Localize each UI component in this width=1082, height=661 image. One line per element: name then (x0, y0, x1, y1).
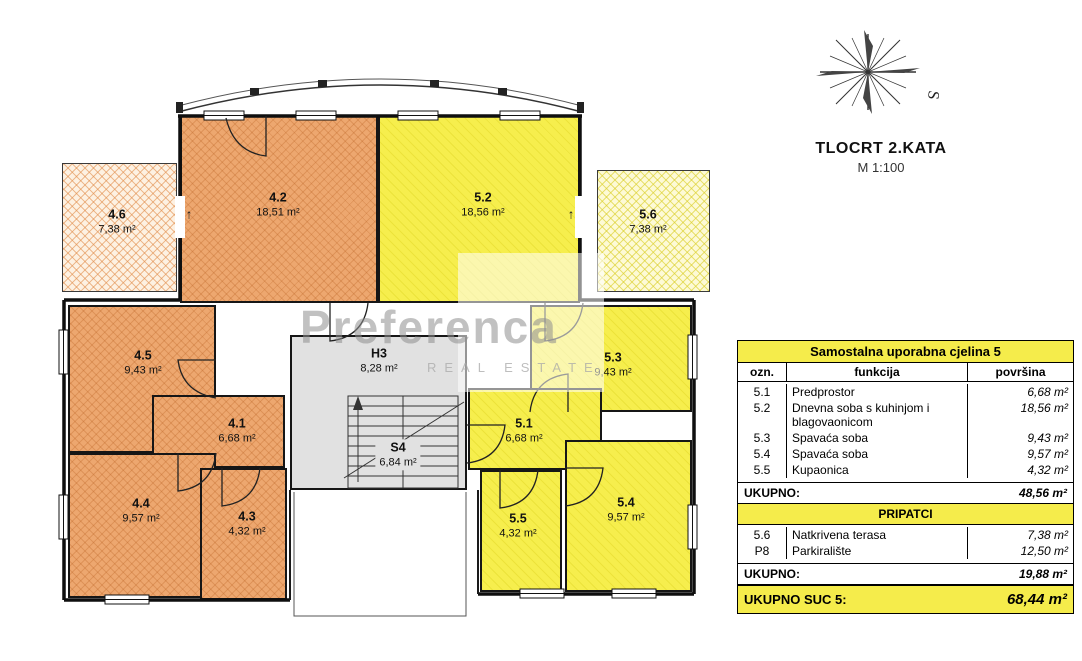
col-header-povrsina: površina (967, 363, 1073, 381)
col-header-funkcija: funkcija (786, 363, 967, 381)
page-title: TLOCRT 2.KATA (815, 140, 947, 157)
room-label-5-2: 5.2 18,56 m² (461, 190, 505, 218)
subtotal-row-pripatci: UKUPNO: 19,88 m² (738, 563, 1073, 585)
room-label-4-2: 4.2 18,51 m² (256, 190, 300, 218)
room-label-4-3: 4.3 4,32 m² (228, 509, 266, 537)
pripatci-header: PRIPATCI (738, 504, 1073, 525)
watermark-brand: Preferenca (300, 301, 558, 353)
table-row: 5.5 Kupaonica 4,32 m² (738, 462, 1073, 478)
entry-arrow-icon: ↑ (567, 206, 575, 222)
table-row: P8 Parkiralište 12,50 m² (738, 543, 1073, 559)
room-label-5-4: 5.4 9,57 m² (607, 495, 645, 523)
subtotal-row-main: UKUPNO: 48,56 m² (738, 482, 1073, 504)
table-title: Samostalna uporabna cjelina 5 (738, 341, 1073, 363)
grand-total-row: UKUPNO SUC 5: 68,44 m² (738, 585, 1073, 613)
table-row: 5.4 Spavaća soba 9,57 m² (738, 446, 1073, 462)
table-row: 5.1 Predprostor 6,68 m² (738, 384, 1073, 400)
col-header-ozn: ozn. (750, 365, 774, 379)
room-label-5-1: 5.1 6,68 m² (505, 416, 543, 444)
room-label-4-6: 4.6 7,38 m² (98, 207, 136, 235)
room-label-5-5: 5.5 4,32 m² (499, 511, 537, 539)
title-block: TLOCRT 2.KATA M 1:100 (806, 140, 956, 175)
entry-arrow-icon: ↑ (185, 206, 193, 222)
scale-label: M 1:100 (857, 160, 905, 175)
table-body: 5.1 Predprostor 6,68 m² 5.2 Dnevna soba … (738, 382, 1073, 482)
room-label-4-5: 4.5 9,43 m² (124, 348, 162, 376)
room-label-5-6: 5.6 7,38 m² (629, 207, 667, 235)
table-header-row: ozn. funkcija površina (738, 363, 1073, 382)
table-row: 5.2 Dnevna soba s kuhinjom i blagovaonic… (738, 400, 1073, 430)
table-row: 5.3 Spavaća soba 9,43 m² (738, 430, 1073, 446)
room-label-4-4: 4.4 9,57 m² (122, 496, 160, 524)
watermark-subtitle: REAL ESTATE (427, 360, 601, 375)
pripatci-body: 5.6 Natkrivena terasa 7,38 m² P8 Parkira… (738, 525, 1073, 563)
table-row: 5.6 Natkrivena terasa 7,38 m² (738, 527, 1073, 543)
unit5-legend-table: Samostalna uporabna cjelina 5 ozn. funkc… (737, 340, 1074, 614)
room-label-s4: S4 6,84 m² (375, 439, 421, 471)
compass-icon (816, 30, 920, 114)
room-label-4-1: 4.1 6,68 m² (218, 416, 256, 444)
